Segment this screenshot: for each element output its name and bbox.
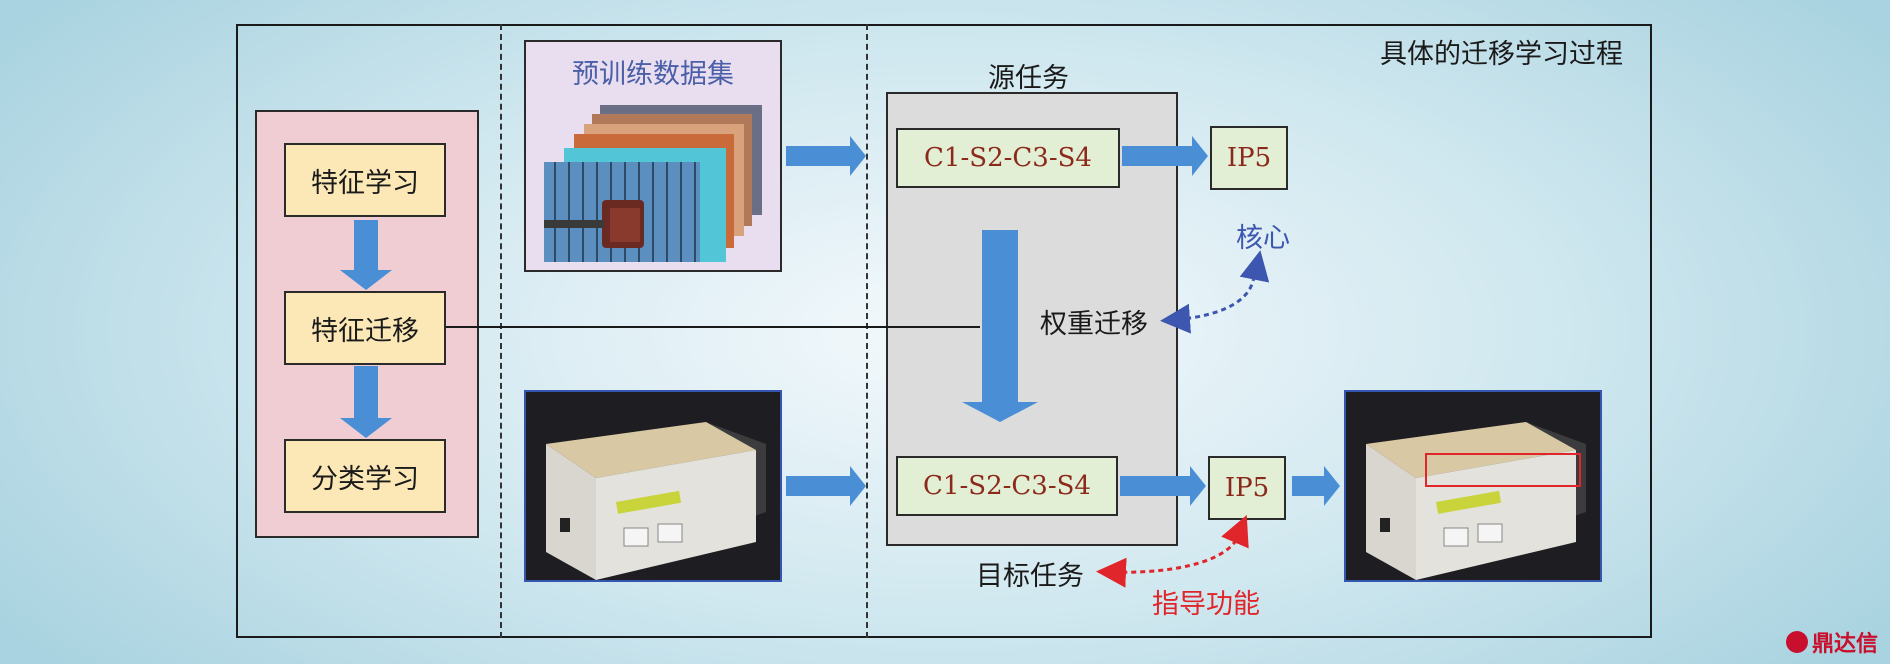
diagram-frame (236, 24, 1652, 638)
down-arrow-2 (340, 366, 392, 438)
pretrain-image-stack (544, 105, 762, 262)
source-task-label: 源任务 (988, 63, 1069, 94)
target-model-box: C1-S2-C3-S4 (896, 456, 1118, 516)
target-task-label: 目标任务 (976, 561, 1084, 592)
detection-result-photo (1344, 390, 1602, 582)
right-arrow-pretrain (786, 136, 866, 176)
down-arrow-1 (340, 220, 392, 290)
source-model-box: C1-S2-C3-S4 (896, 128, 1120, 188)
source-output-box: IP5 (1210, 126, 1288, 190)
target-input-photo (524, 390, 782, 582)
guidance-label: 指导功能 (1152, 589, 1260, 620)
divider-left (500, 24, 502, 638)
right-arrow-target-ip5 (1120, 466, 1206, 506)
core-curved-arrow (1160, 275, 1256, 334)
weight-transfer-label: 权重迁移 (1040, 309, 1148, 340)
transfer-connector-line (446, 326, 980, 328)
pretrain-dataset-title: 预训练数据集 (572, 59, 734, 90)
watermark-logo: 鼎达信 (1786, 626, 1878, 658)
step-feature-transfer: 特征迁移 (284, 291, 446, 365)
step-feature-learning: 特征学习 (284, 143, 446, 217)
guidance-curved-arrow (1096, 531, 1242, 588)
watermark-text: 鼎达信 (1812, 632, 1879, 657)
weight-transfer-arrow (962, 230, 1038, 422)
step-classification-learning: 分类学习 (284, 439, 446, 513)
divider-right (866, 24, 868, 638)
core-label: 核心 (1236, 223, 1290, 254)
diagram-title: 具体的迁移学习过程 (1380, 39, 1623, 70)
right-arrow-result (1292, 466, 1340, 506)
right-arrow-target-photo (786, 466, 866, 506)
right-arrow-source-ip5 (1122, 136, 1208, 176)
detection-box (1425, 453, 1581, 487)
watermark-icon (1786, 631, 1808, 653)
